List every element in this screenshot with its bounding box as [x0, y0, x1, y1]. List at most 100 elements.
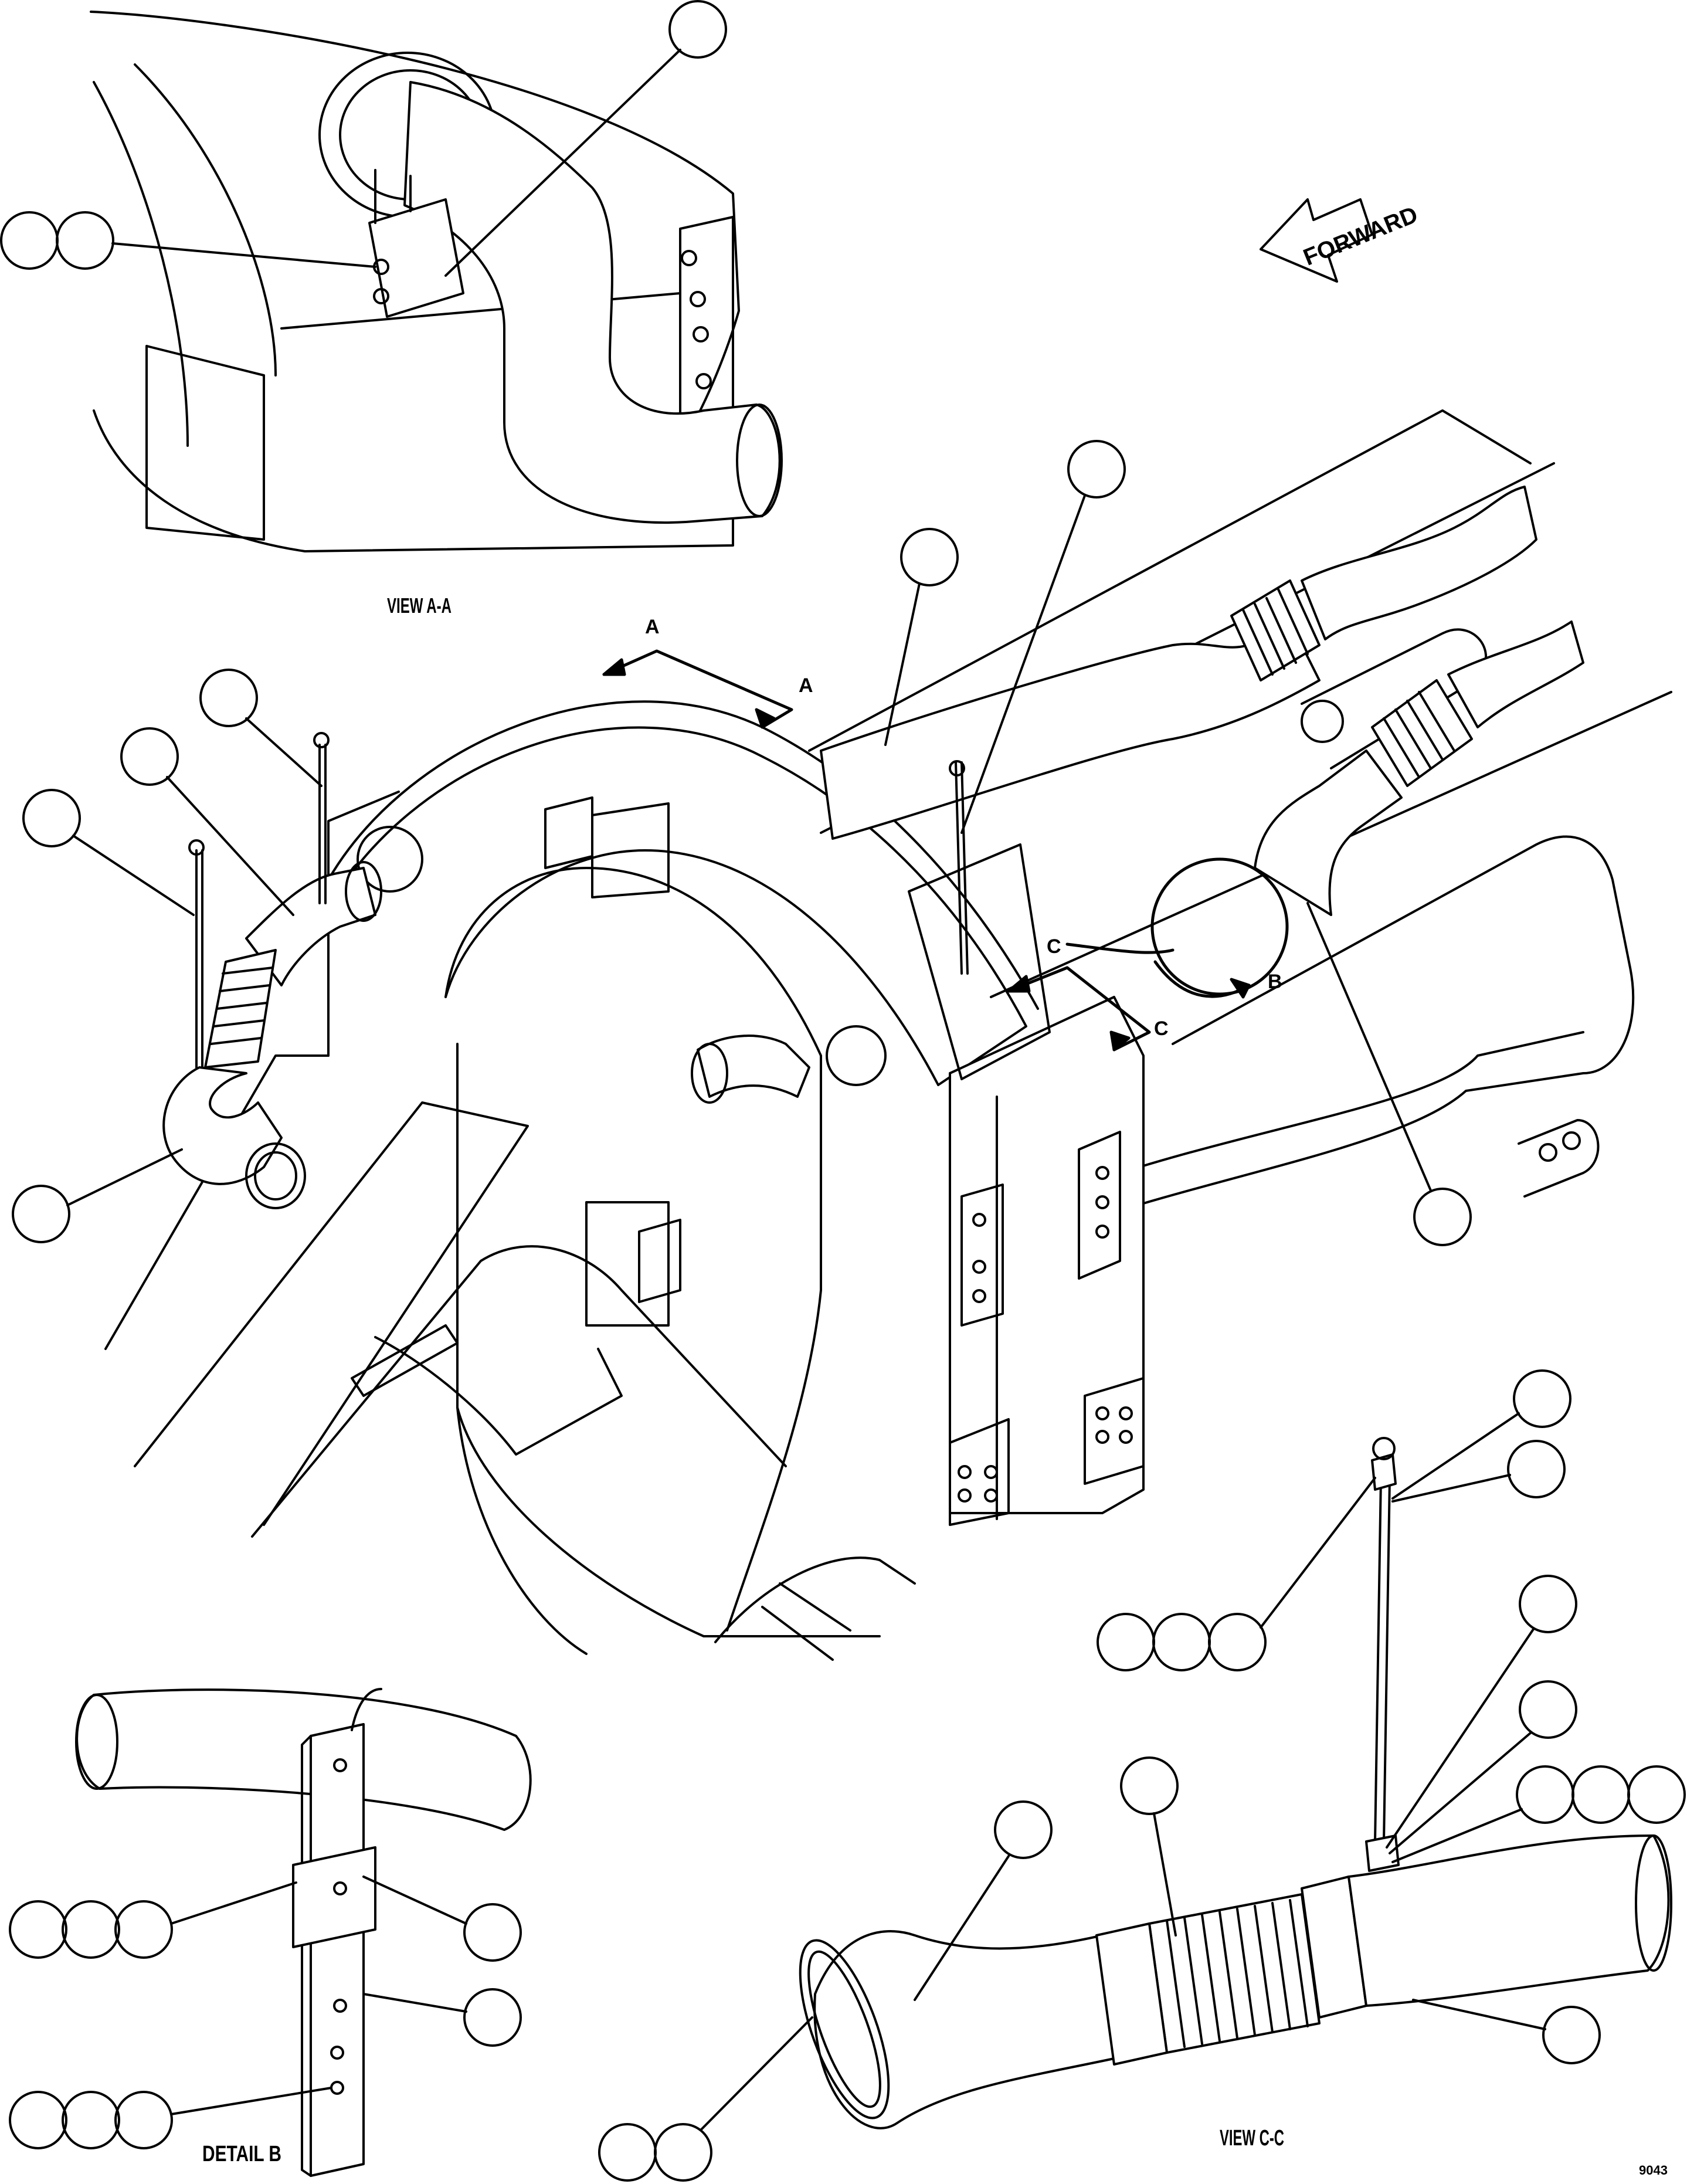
pipe-support-rod-mid	[955, 761, 969, 975]
callout-leader	[884, 582, 921, 746]
exhaust-flex-right	[1371, 679, 1473, 787]
exhaust-elbow-left-end	[245, 1142, 306, 1209]
callout-circle	[1519, 1680, 1577, 1739]
exhaust-pipe-left-collar	[345, 861, 382, 922]
callout-circle	[22, 789, 81, 847]
view-c-label: VIEW C-C	[1220, 2126, 1284, 2151]
callout-circle	[62, 2091, 120, 2149]
frame-left-port	[357, 826, 423, 893]
frame-arch-detail	[374, 1336, 623, 1456]
view-c-c	[799, 1437, 1672, 2129]
callout-leader	[170, 1881, 297, 1925]
view-c-rod-top	[1372, 1437, 1396, 1460]
view-c-pipe-right	[1347, 1834, 1670, 2007]
exhaust-elbow-left	[162, 1066, 283, 1185]
bolt-hole-a4	[695, 373, 712, 389]
callout-leader	[170, 2087, 332, 2115]
callout-circle	[12, 1185, 70, 1243]
detail-b-bolt-3	[333, 1999, 347, 2013]
callout-leader	[66, 1148, 183, 1206]
rod-cap-left-2	[313, 732, 330, 748]
detail-b-pipe-end	[75, 1694, 118, 1790]
callout-circle	[668, 0, 727, 59]
callout-leader	[914, 1855, 1010, 2001]
callout-circle	[1152, 1613, 1211, 1671]
frame-bolt	[1095, 1225, 1109, 1239]
detail-b-circle	[1150, 857, 1289, 996]
callout-circle	[120, 727, 179, 786]
frame-bolt	[1095, 1166, 1109, 1180]
frame-arc-a	[134, 63, 277, 377]
view-c-rod	[1374, 1477, 1391, 1843]
callout-circle	[199, 669, 258, 727]
callouts-main	[12, 440, 1472, 1246]
rod-cap-left	[188, 839, 205, 856]
exhaust-flex-left-rings	[210, 966, 274, 1045]
exhaust-pipe-left	[245, 867, 376, 986]
exhaust-flex-upper	[1230, 579, 1321, 681]
callout-circle	[1208, 1613, 1267, 1671]
callout-circle	[1516, 1765, 1574, 1824]
callout-circle	[463, 1903, 522, 1962]
callout-circle	[1519, 1575, 1577, 1633]
frame-bolt	[984, 1488, 998, 1503]
section-a2-label: A	[799, 674, 813, 697]
callouts-view-a	[0, 0, 727, 277]
frame-bolt-plate-4	[1084, 1377, 1145, 1485]
callout-leader	[1389, 1732, 1532, 1854]
callout-circle	[654, 2123, 712, 2182]
bolt-hole-a1	[681, 250, 697, 266]
frame-top-plate-3	[908, 843, 1051, 1080]
view-c-clamp-top	[1365, 1834, 1400, 1872]
frame-bolt	[984, 1465, 998, 1479]
callout-leader	[166, 776, 294, 916]
callout-circle	[0, 211, 59, 270]
detail-b-bracket	[310, 1723, 365, 2177]
frame-left-edge	[104, 1054, 330, 1350]
pipe-bracket-a	[368, 198, 464, 318]
frame-bolt-plate-2	[1078, 1131, 1121, 1280]
section-arrow-c2	[1109, 1030, 1131, 1052]
frame-lower-funnel	[714, 1556, 916, 1643]
frame-bolt	[1095, 1406, 1109, 1420]
frame-center-post-slot	[638, 1219, 681, 1303]
frame-bolt-plate-3	[949, 1418, 1010, 1526]
callout-circle	[900, 528, 959, 586]
callout-circle	[1513, 1369, 1571, 1428]
frame-rail-upper	[808, 409, 1532, 752]
frame-bolt-plate-1	[960, 1183, 1004, 1327]
frame-far-mount-hole	[1301, 700, 1344, 743]
frame-bolt	[958, 1488, 972, 1503]
section-arrow-a1	[602, 658, 626, 676]
frame-rear-lug-hole	[1539, 1143, 1557, 1162]
exhaust-pipe-right-end	[1447, 620, 1584, 728]
callout-circle	[1571, 1765, 1630, 1824]
callout-circle	[598, 2123, 657, 2182]
callout-leader	[1306, 902, 1432, 1192]
exhaust-pipe-mid-collar	[691, 1043, 728, 1104]
callout-circle	[114, 2091, 173, 2149]
view-c-pipe-right-end	[1635, 1834, 1672, 1972]
detail-b-wire	[351, 1688, 382, 1731]
frame-lower-funnel-2	[761, 1582, 851, 1661]
exhaust-pipe-upper	[820, 620, 1321, 840]
frame-bolt	[1095, 1430, 1109, 1444]
forward-arrow-shape	[1260, 198, 1373, 283]
view-a-a	[90, 11, 783, 552]
pipe-support-rod-left	[195, 849, 203, 1069]
frame-arch-bottom	[456, 1406, 881, 1637]
main-frame-view	[104, 409, 1672, 1661]
callout-leader	[1260, 1477, 1376, 1629]
frame-bolt	[972, 1213, 986, 1227]
callout-circle	[1067, 440, 1126, 498]
frame-rail-lower	[1089, 835, 1635, 1221]
detail-b-bracket-side	[301, 1735, 312, 2177]
frame-rear-lug	[1518, 1119, 1600, 1198]
frame-left-beam-2	[251, 1245, 787, 1538]
callout-leader	[111, 242, 376, 268]
callout-circle	[1097, 1613, 1155, 1671]
frame-panel-a	[145, 345, 265, 541]
frame-top-plate-1	[544, 796, 593, 869]
frame-arch-outer-2	[327, 700, 1039, 1010]
